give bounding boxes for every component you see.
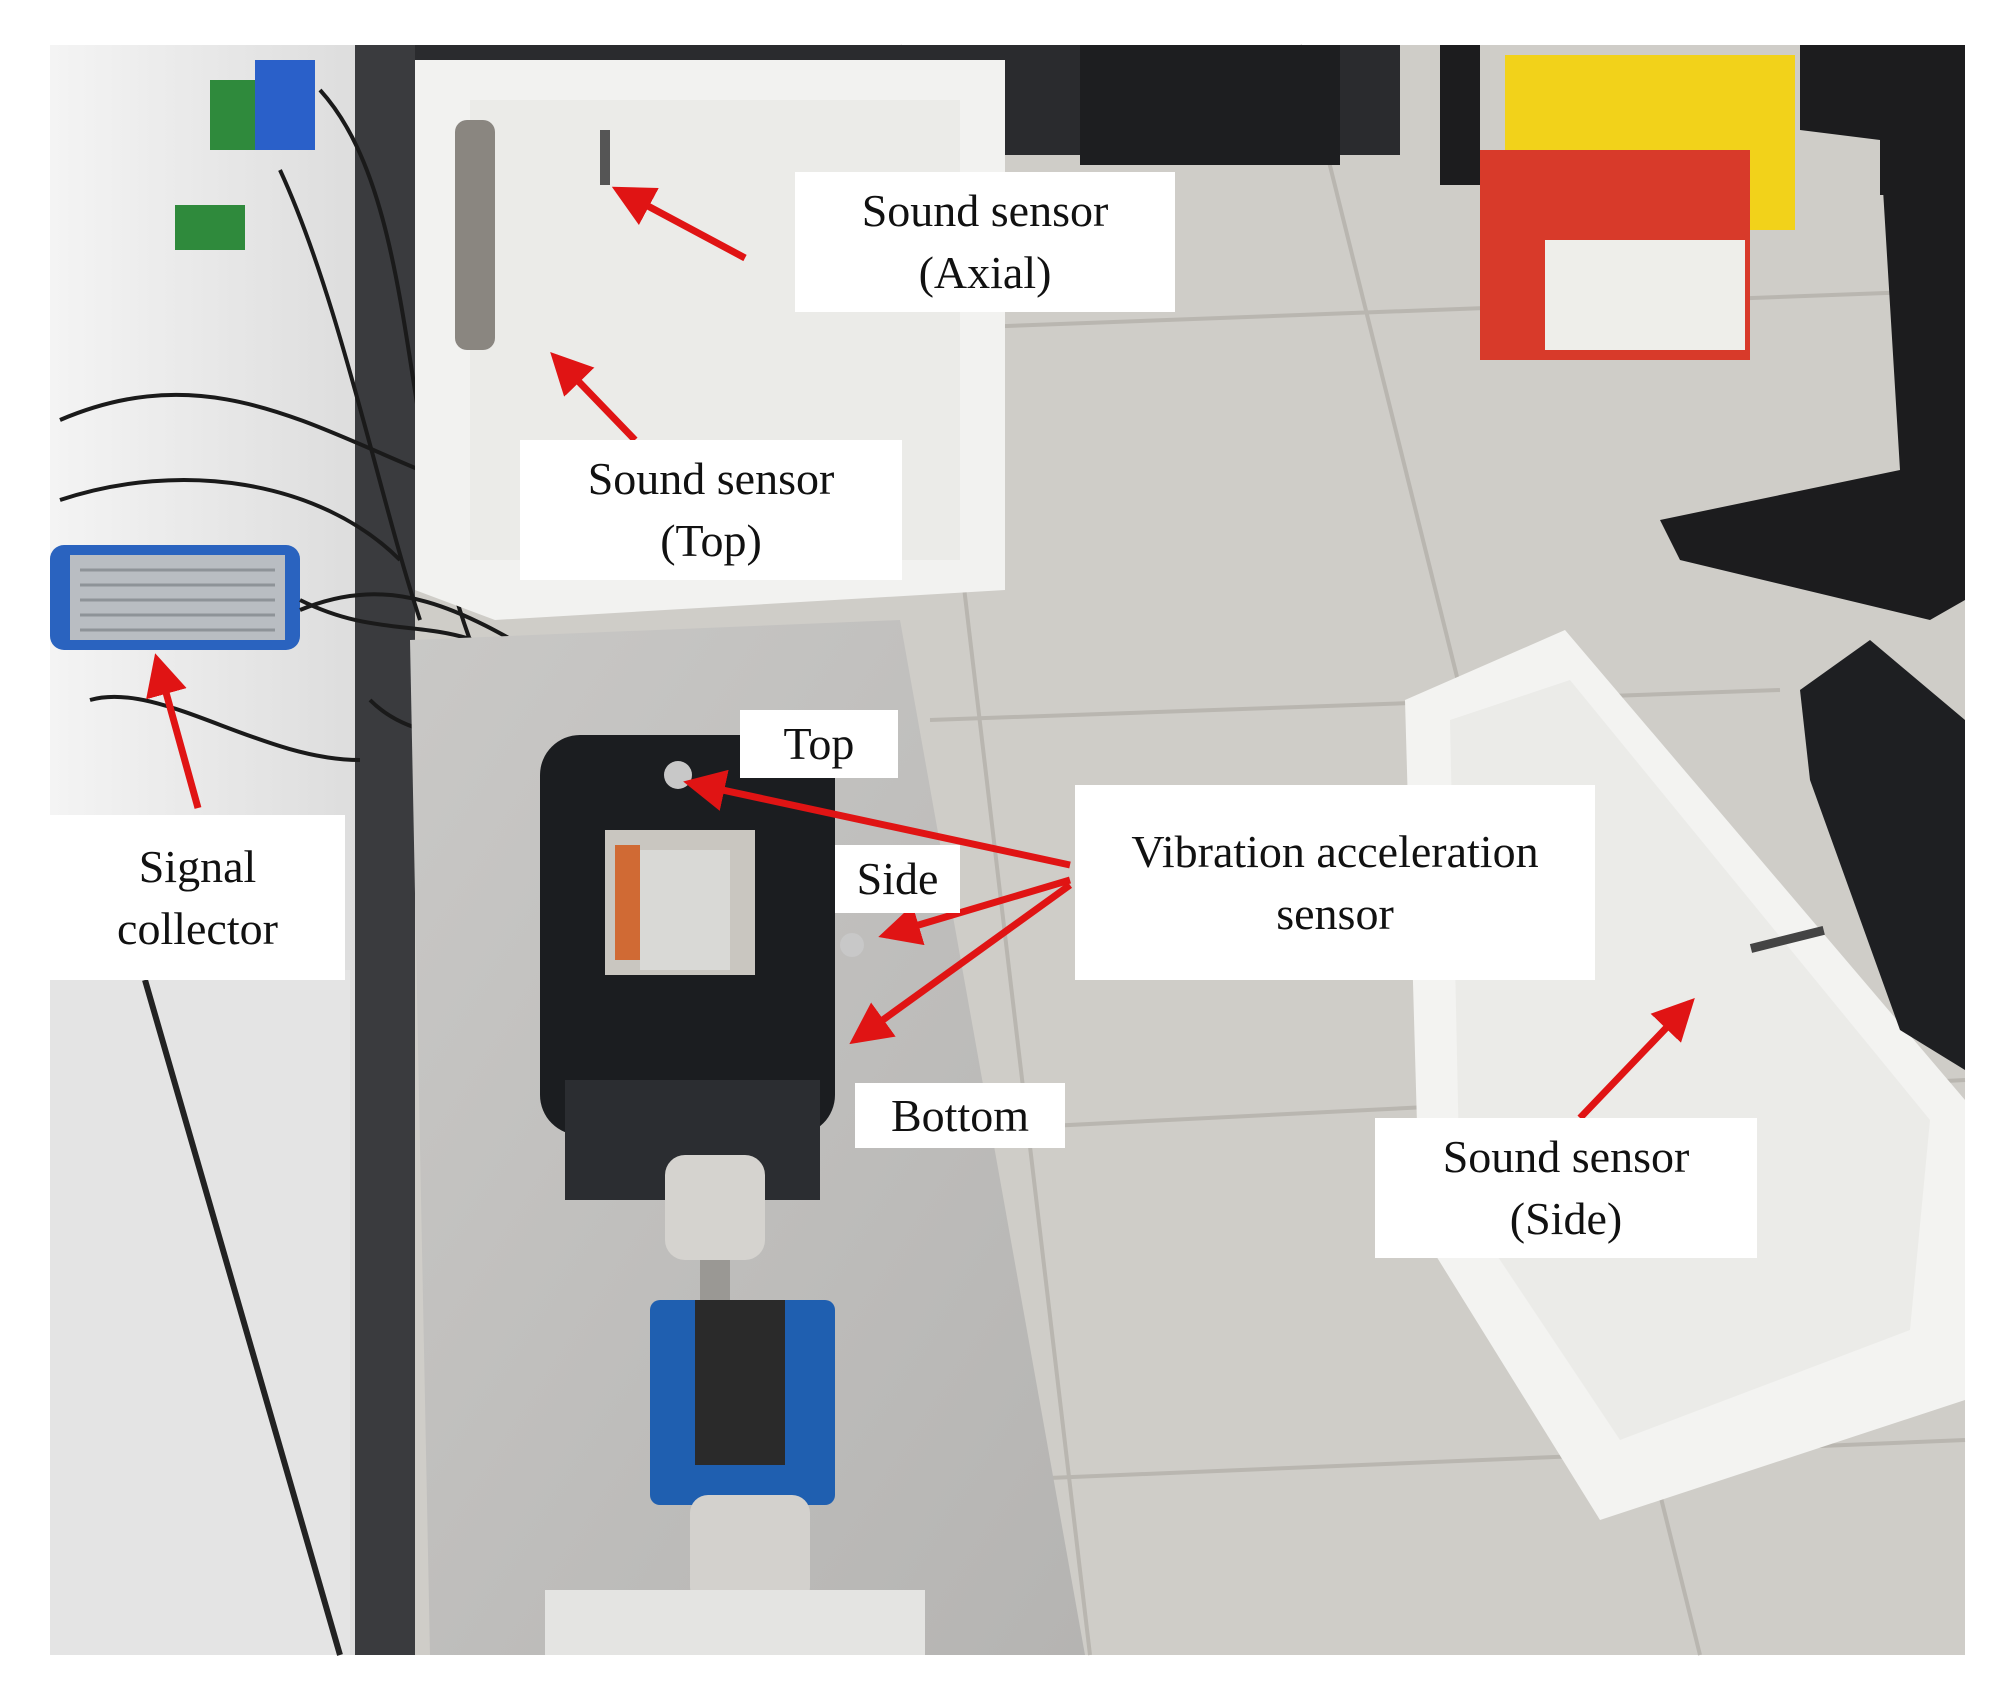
label-signal-collector-line2: collector [117,902,278,954]
label-sound-top-line2: (Top) [660,515,762,566]
arrow-vibration-top [683,769,1071,869]
label-sound-side-line2: (Side) [1509,1193,1623,1244]
arrow-vibration-side [878,876,1071,946]
label-bottom-text: Bottom [890,1089,1030,1141]
arrow-vibration-bottom [849,882,1073,1045]
arrow-sound-side [1577,997,1695,1121]
label-vibration-line1: Vibration acceleration [1131,825,1539,877]
label-signal-collector-line1: Signal [138,840,257,892]
sound-sensor-top-device [455,120,495,350]
label-top-text: Top [783,718,855,769]
label-vibration-acceleration-sensor: Vibration acceleration sensor [1075,785,1595,980]
label-sound-axial-line1: Sound sensor [861,185,1109,236]
desk-legs [1440,45,1965,620]
label-top: Top [740,710,898,778]
coupling [665,1155,765,1260]
label-side-text: Side [856,853,939,904]
label-sound-side-line1: Sound sensor [1442,1131,1690,1182]
chair [1800,640,1965,1070]
label-sound-axial-line2: (Axial) [918,247,1052,298]
arrow-sound-top [550,351,638,443]
label-sound-sensor-top: Sound sensor (Top) [520,440,902,580]
label-bottom: Bottom [855,1083,1065,1148]
label-sound-sensor-side: Sound sensor (Side) [1375,1118,1757,1258]
annotation-arrows [146,186,1695,1121]
label-vibration-line2: sensor [1276,887,1394,939]
arrow-sound-axial [611,186,747,262]
label-sound-top-line1: Sound sensor [587,453,835,504]
label-sound-sensor-axial: Sound sensor (Axial) [795,172,1175,312]
label-side: Side [835,845,960,913]
label-signal-collector: Signal collector [50,815,345,980]
sound-sensor-side-device [1749,925,1825,953]
arrow-signal-collector [146,653,202,809]
